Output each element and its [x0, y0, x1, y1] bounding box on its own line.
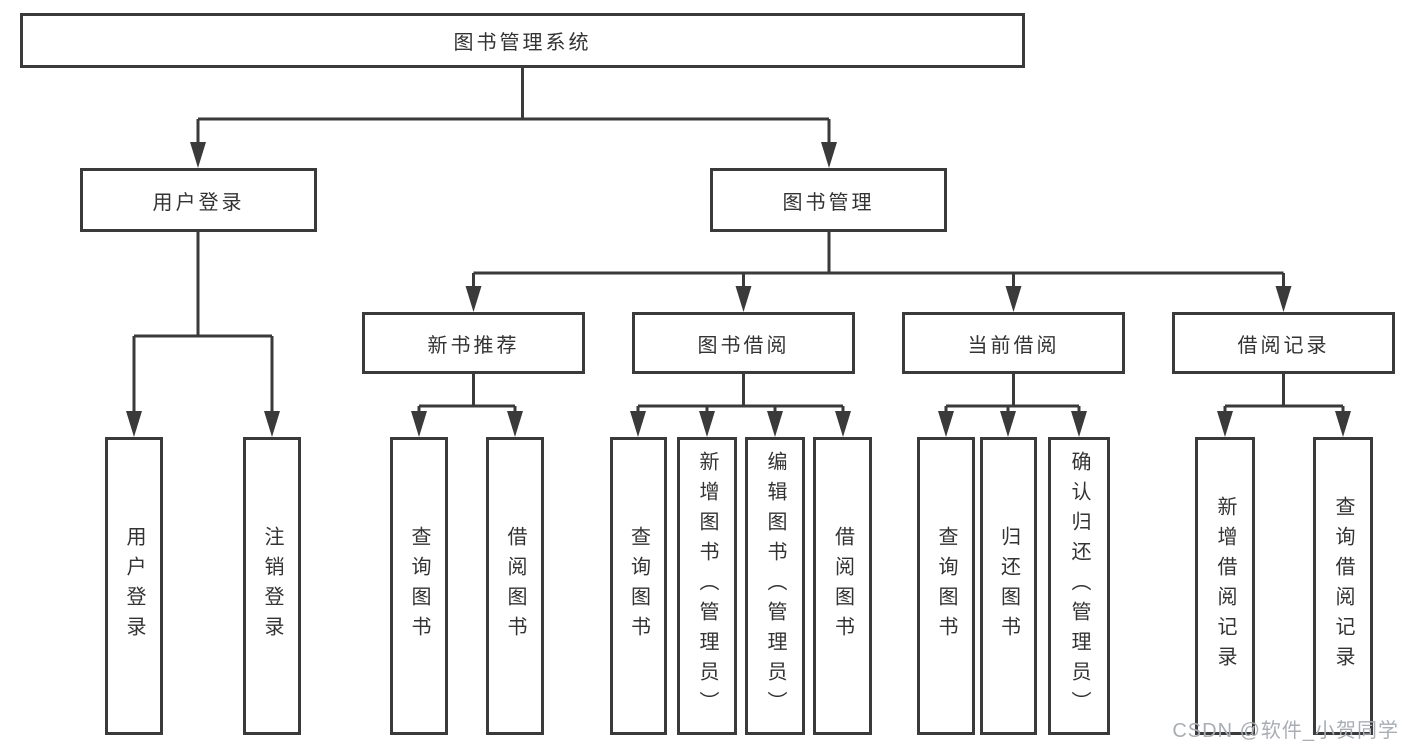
leaf-label: 查询图书: [627, 526, 650, 646]
leaf-label: 用户登录: [123, 526, 145, 646]
leaf-query-books-recommend: 查询图书: [390, 437, 448, 735]
leaf-logout: 注销登录: [243, 437, 301, 735]
node-borrowing-records: 借阅记录: [1172, 312, 1395, 374]
leaf-label: 新增图书（管理员）: [696, 451, 718, 721]
node-label: 图书管理: [782, 191, 875, 214]
connector-user-login-children: [132, 232, 274, 414]
leaf-label: 查询图书: [935, 526, 957, 646]
node-book-management: 图书管理: [710, 168, 947, 232]
leaf-label: 查询图书: [408, 526, 430, 646]
node-label: 当前借阅: [967, 334, 1060, 357]
arrowheads: [126, 142, 1351, 437]
leaf-user-login: 用户登录: [105, 437, 163, 735]
leaf-label: 新增借阅记录: [1214, 496, 1236, 676]
csdn-watermark: CSDN @软件_小贺同学: [1172, 720, 1399, 742]
connector-current-borrow-children: [944, 374, 1081, 414]
node-label: 图书借阅: [697, 334, 790, 357]
node-label: 新书推荐: [427, 334, 520, 357]
node-label: 用户登录: [152, 191, 245, 214]
leaf-add-book-admin: 新增图书（管理员）: [677, 437, 737, 735]
leaf-query-books-current: 查询图书: [917, 437, 975, 735]
node-user-login: 用户登录: [80, 168, 317, 232]
connector-borrow-record-children: [1223, 374, 1345, 414]
leaf-edit-book-admin: 编辑图书（管理员）: [745, 437, 805, 735]
connector-book-borrow-children: [636, 374, 845, 414]
leaf-query-borrow-record: 查询借阅记录: [1313, 437, 1373, 735]
connector-new-book-children: [417, 374, 517, 414]
node-system-root: 图书管理系统: [20, 13, 1025, 68]
connector-root-to-level2: [196, 68, 831, 146]
leaf-label: 借阅图书: [831, 526, 854, 646]
node-label: 借阅记录: [1237, 334, 1330, 357]
leaf-query-books-borrow: 查询图书: [610, 437, 667, 735]
leaf-label: 确认归还（管理员）: [1068, 451, 1090, 721]
leaf-label: 查询借阅记录: [1332, 496, 1354, 676]
leaf-add-borrow-record: 新增借阅记录: [1195, 437, 1255, 735]
leaf-label: 借阅图书: [504, 526, 526, 646]
leaf-label: 归还图书: [997, 526, 1020, 646]
leaf-confirm-return-admin: 确认归还（管理员）: [1048, 437, 1110, 735]
leaf-borrow-books-recommend: 借阅图书: [486, 437, 544, 735]
node-current-borrowing: 当前借阅: [902, 312, 1125, 374]
leaf-label: 注销登录: [261, 526, 283, 646]
node-label: 图书管理系统: [453, 32, 592, 54]
leaf-return-book: 归还图书: [980, 437, 1037, 735]
connector-book-mgmt-to-level3: [472, 232, 1285, 289]
leaf-borrow-books: 借阅图书: [813, 437, 872, 735]
leaf-label: 编辑图书（管理员）: [764, 451, 786, 721]
node-book-borrowing: 图书借阅: [632, 312, 855, 374]
node-new-book-recommend: 新书推荐: [362, 312, 585, 374]
